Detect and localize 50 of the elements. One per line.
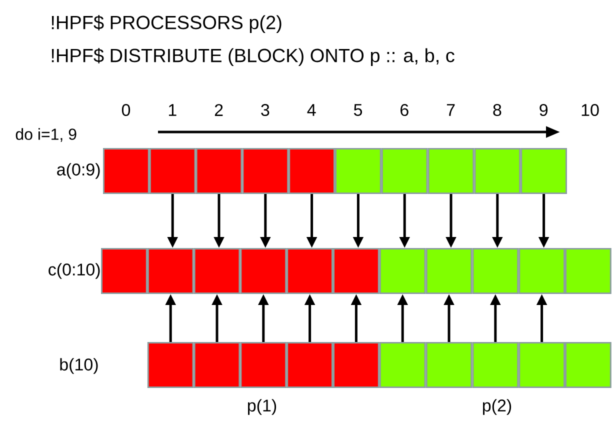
array-cell <box>286 342 333 388</box>
index-number: 3 <box>261 104 270 116</box>
array-cell <box>518 342 565 388</box>
index-number: 0 <box>122 104 130 116</box>
array-name: b(10) <box>60 358 98 374</box>
array-cell <box>474 148 521 194</box>
loop-label: do i=1, 9 <box>16 128 76 142</box>
array-cell <box>426 342 472 388</box>
array-cell <box>149 148 196 194</box>
processor-label: p(1) <box>248 399 276 415</box>
code-line: !HPF$ DISTRIBUTE (BLOCK) ONTO p :: a, b, c <box>52 48 454 66</box>
index-number: 8 <box>493 104 502 116</box>
array-name: a(0:9) <box>57 163 100 179</box>
array-cell <box>194 248 240 294</box>
index-number: 5 <box>354 104 362 116</box>
index-number: 1 <box>168 104 176 116</box>
array-cell <box>428 148 474 194</box>
array-cell <box>565 248 612 294</box>
array-cell <box>194 342 240 388</box>
index-number: 10 <box>582 104 599 116</box>
array-cell <box>520 148 567 194</box>
array-name: c(0:10) <box>48 263 100 279</box>
array-cell <box>101 248 148 294</box>
array-cell <box>196 148 242 194</box>
array-cell <box>240 342 287 388</box>
array-cell <box>147 342 194 388</box>
array-cell <box>242 148 289 194</box>
array-cell <box>426 248 472 294</box>
index-number: 4 <box>307 104 316 116</box>
index-number: 9 <box>540 104 548 116</box>
array-cell <box>147 248 194 294</box>
array-cell <box>472 248 519 294</box>
array-cell <box>240 248 287 294</box>
array-cell <box>103 148 150 194</box>
array-cell <box>288 148 335 194</box>
array-cell <box>381 148 428 194</box>
array-cell <box>565 342 612 388</box>
array-cell <box>379 248 426 294</box>
array-cell <box>333 248 380 294</box>
array-cell <box>286 248 333 294</box>
code-line: !HPF$ PROCESSORS p(2) <box>52 15 282 33</box>
processor-label: p(2) <box>483 399 512 415</box>
array-cell <box>518 248 565 294</box>
array-cell <box>379 342 426 388</box>
index-number: 2 <box>214 104 223 116</box>
index-number: 6 <box>400 104 408 116</box>
index-number: 7 <box>446 104 455 116</box>
array-cell <box>472 342 519 388</box>
array-cell <box>333 342 380 388</box>
array-cell <box>335 148 382 194</box>
